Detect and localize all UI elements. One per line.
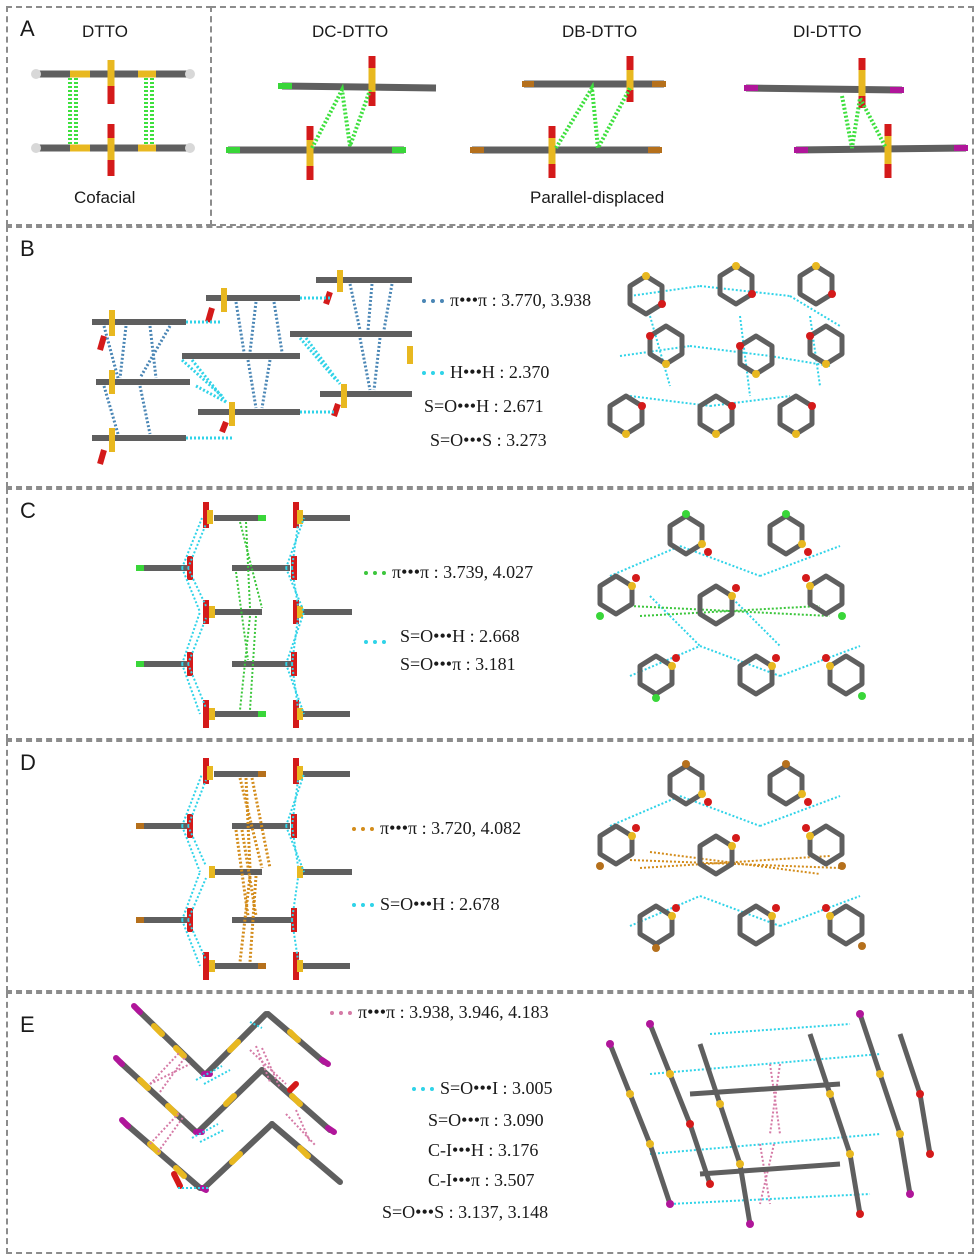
panel-e <box>6 992 974 1254</box>
pi-dash-icon <box>352 826 374 831</box>
panel-b-label: B <box>20 236 35 261</box>
panel-b-side-view <box>92 270 413 465</box>
panel-b <box>6 226 974 488</box>
panel-d-legend-soh: S=O•••H : 2.678 <box>352 894 500 915</box>
pi-dash-icon <box>422 298 444 303</box>
pi-dash-icon <box>364 570 386 575</box>
db-dtto-title: DB-DTTO <box>562 22 638 41</box>
pi-dash-icon <box>330 1010 352 1015</box>
panel-c-label: C <box>20 498 36 523</box>
hh-dash-icon <box>422 370 444 375</box>
panel-c-packing-view <box>596 510 866 702</box>
dc-dtto-title: DC-DTTO <box>312 22 389 41</box>
di-dtto-title: DI-DTTO <box>793 22 862 41</box>
panel-a-right <box>210 6 974 226</box>
panel-c-legend-soh <box>364 640 392 644</box>
panel-b-legend-pi: π•••π : 3.770, 3.938 <box>422 290 591 311</box>
panel-e-legend-sopi: S=O•••π : 3.090 <box>428 1110 544 1130</box>
panel-b-legend-sos: S=O•••S : 3.273 <box>430 430 547 450</box>
panel-c-legend-sopi: S=O•••π : 3.181 <box>400 654 516 674</box>
panel-d <box>6 740 974 992</box>
panel-b-packing-view <box>607 262 845 438</box>
dc-dtto-dimer <box>226 56 437 180</box>
panel-c <box>6 488 974 740</box>
panel-a-structures <box>31 56 968 180</box>
soh-dash-icon <box>364 640 386 644</box>
panel-e-legend-cipi: C-I•••π : 3.507 <box>428 1170 535 1190</box>
panel-c-legend-soh-text: S=O•••H : 2.668 <box>400 626 520 646</box>
panel-e-packing-view <box>606 1010 934 1228</box>
panel-c-side-view <box>136 502 352 728</box>
parallel-displaced-label: Parallel-displaced <box>530 188 665 207</box>
panel-e-legend-soi: S=O•••I : 3.005 <box>412 1078 553 1099</box>
panel-a-label: A <box>20 16 35 41</box>
panel-d-legend-pi: π•••π : 3.720, 4.082 <box>352 818 521 839</box>
soi-dash-icon <box>412 1086 434 1091</box>
panel-e-legend-cih: C-I•••H : 3.176 <box>428 1140 539 1160</box>
panel-d-label: D <box>20 750 36 775</box>
panel-d-packing-view <box>596 760 866 952</box>
soh-dash-icon <box>352 902 374 907</box>
panel-e-side-view <box>113 1003 343 1193</box>
panel-d-side-view <box>136 758 352 980</box>
dtto-dimer <box>31 60 195 176</box>
panel-c-legend-pi: π•••π : 3.739, 4.027 <box>364 562 533 583</box>
di-dtto-dimer <box>744 58 968 178</box>
panel-e-legend-sos: S=O•••S : 3.137, 3.148 <box>382 1202 549 1222</box>
dtto-title: DTTO <box>82 22 128 41</box>
db-dtto-dimer <box>470 56 666 178</box>
panel-e-legend-pi: π•••π : 3.938, 3.946, 4.183 <box>330 1002 549 1023</box>
panel-b-legend-soh: S=O•••H : 2.671 <box>424 396 544 416</box>
panel-e-label: E <box>20 1012 35 1037</box>
panel-b-legend-hh: H•••H : 2.370 <box>422 362 549 383</box>
cofacial-label: Cofacial <box>74 188 136 207</box>
